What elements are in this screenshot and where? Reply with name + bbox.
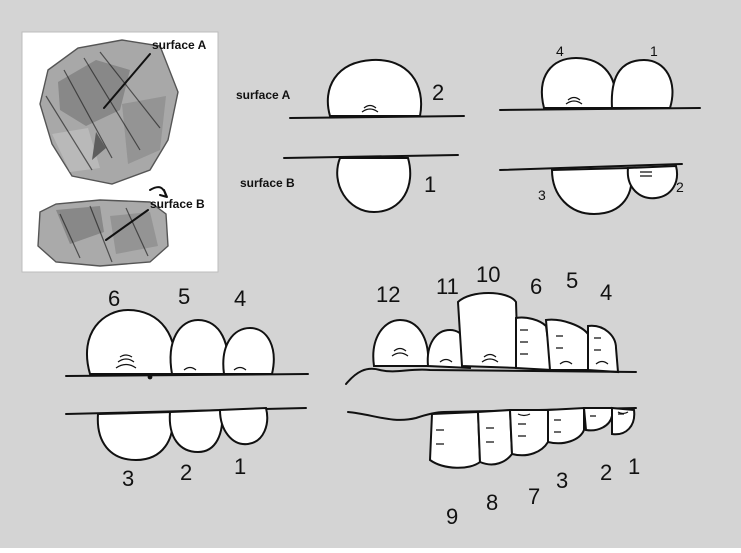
scar-upper-6 — [87, 310, 175, 374]
photo-label-surface-a: surface A — [152, 38, 207, 52]
scar-lower-2 — [170, 410, 223, 452]
label-num-2: 2 — [676, 179, 684, 195]
label-num-4: 4 — [234, 286, 246, 311]
label-num-1: 1 — [424, 172, 436, 197]
edge-line-upper — [346, 369, 636, 384]
edge-line-upper — [500, 108, 700, 110]
label-num-4: 4 — [600, 280, 612, 305]
edge-line-upper — [290, 116, 464, 118]
label-num-4: 4 — [556, 43, 564, 59]
scar-upper-4 — [588, 326, 618, 372]
scar-upper-10 — [458, 293, 518, 368]
scar-upper-4 — [223, 328, 273, 374]
label-num-1: 1 — [628, 454, 640, 479]
label-num-1: 1 — [650, 43, 658, 59]
diagram-stage-2: 4 1 3 2 — [500, 43, 700, 214]
scar-lower-9 — [430, 412, 480, 468]
label-num-3: 3 — [556, 468, 568, 493]
diagram-label-surface-b: surface B — [240, 176, 295, 190]
photo-label-surface-b: surface B — [150, 197, 205, 211]
label-num-5: 5 — [178, 284, 190, 309]
label-num-3: 3 — [538, 187, 546, 203]
core-photo-panel: surface A surface B — [22, 32, 218, 272]
label-num-12: 12 — [376, 282, 400, 307]
scar-lower-2 — [628, 166, 677, 198]
label-num-2: 2 — [180, 460, 192, 485]
diagram-stage-1: surface A surface B 2 1 — [236, 60, 464, 212]
scar-lower-3 — [548, 408, 584, 443]
label-num-2: 2 — [600, 460, 612, 485]
scar-upper-5 — [546, 320, 590, 370]
scar-upper-1 — [612, 60, 673, 108]
label-num-11: 11 — [436, 274, 459, 299]
label-num-1: 1 — [234, 454, 246, 479]
scar-upper-12 — [373, 320, 428, 366]
label-num-7: 7 — [528, 484, 540, 509]
scar-lower-3 — [98, 412, 173, 460]
diagram-label-surface-a: surface A — [236, 88, 291, 102]
label-num-2: 2 — [432, 80, 444, 105]
scar-lower-8 — [478, 410, 512, 464]
scar-upper-4 — [542, 58, 615, 108]
scar-upper-5 — [171, 320, 228, 374]
label-num-5: 5 — [566, 268, 578, 293]
label-num-6: 6 — [108, 286, 120, 311]
scar-lower-7 — [510, 410, 548, 455]
scar-lower-2 — [584, 408, 612, 430]
label-num-10: 10 — [476, 262, 500, 287]
label-num-6: 6 — [530, 274, 542, 299]
label-num-8: 8 — [486, 490, 498, 515]
diagram-stage-3: 6 5 4 3 2 1 — [66, 284, 308, 491]
label-num-9: 9 — [446, 504, 458, 529]
diagram-stage-4: 12 11 10 6 5 4 9 8 7 3 2 1 — [346, 262, 640, 529]
scar-lower-1 — [612, 408, 634, 434]
scar-lower-1 — [337, 158, 410, 212]
scar-lower-3 — [552, 168, 631, 214]
label-num-3: 3 — [122, 466, 134, 491]
scar-lower-1 — [220, 408, 267, 444]
